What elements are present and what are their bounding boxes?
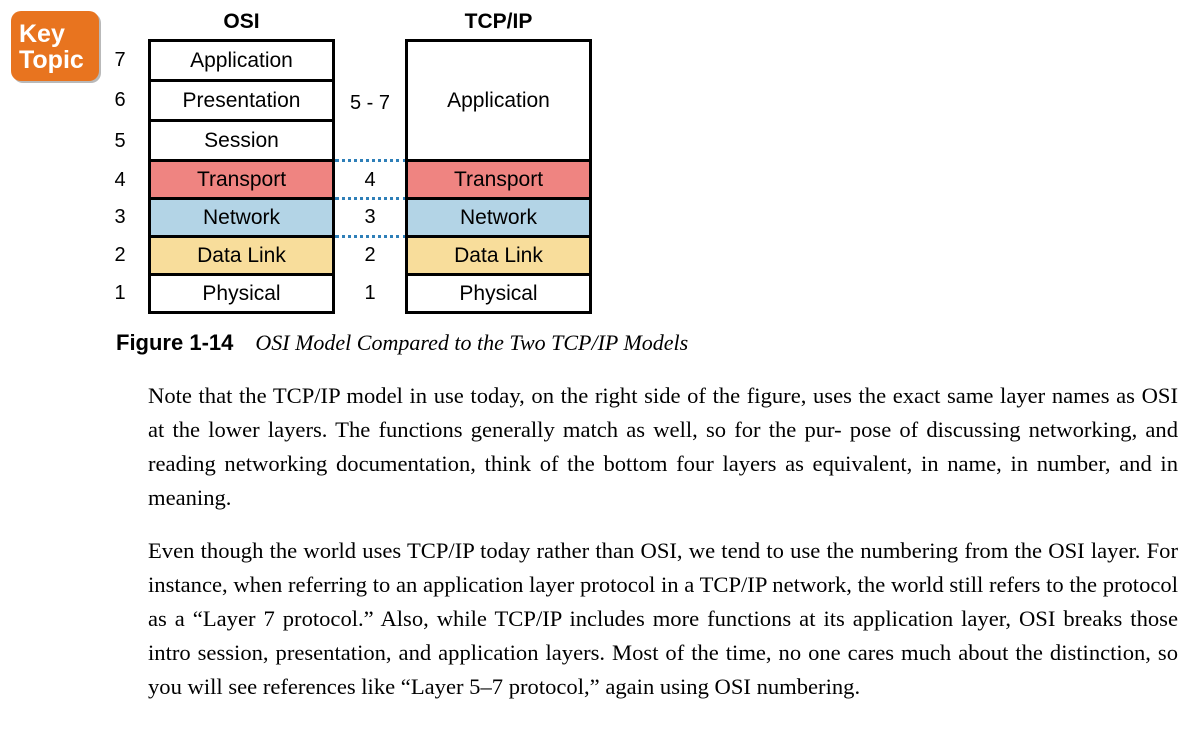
- dotted-connector-bottom: [335, 235, 407, 238]
- layer-number-1: 1: [114, 282, 126, 304]
- key-topic-line1: Key: [19, 20, 65, 48]
- osi-layer-network: Network: [148, 197, 335, 238]
- tcpip-layer-transport: Transport: [405, 159, 592, 200]
- osi-layer-application: Application: [148, 39, 335, 82]
- osi-layer-presentation: Presentation: [148, 79, 335, 122]
- tcpip-layer-physical: Physical: [405, 273, 592, 314]
- tcpip-layer-data-link: Data Link: [405, 235, 592, 276]
- mid-label-2: 2: [364, 244, 376, 266]
- figure-caption-title: OSI Model Compared to the Two TCP/IP Mod…: [255, 330, 689, 355]
- mid-label-4: 4: [364, 169, 376, 191]
- tcpip-layer-application: Application: [405, 39, 592, 162]
- osi-layer-data-link: Data Link: [148, 235, 335, 276]
- tcpip-layer-network: Network: [405, 197, 592, 238]
- osi-layer-transport: Transport: [148, 159, 335, 200]
- layer-number-6: 6: [114, 89, 126, 111]
- figure-caption: Figure 1-14 OSI Model Compared to the Two…: [116, 330, 688, 356]
- osi-layer-physical: Physical: [148, 273, 335, 314]
- figure-caption-label: Figure 1-14: [116, 330, 234, 355]
- paragraph-1: Note that the TCP/IP model in use today,…: [148, 383, 1178, 510]
- tcpip-heading: TCP/IP: [464, 10, 533, 33]
- mid-label-5-7: 5 - 7: [349, 92, 391, 114]
- paragraph-2: Even though the world uses TCP/IP today …: [148, 538, 1178, 699]
- layer-number-4: 4: [114, 169, 126, 191]
- osi-layer-session: Session: [148, 119, 335, 162]
- layer-number-7: 7: [114, 49, 126, 71]
- osi-heading: OSI: [223, 10, 260, 33]
- layer-number-2: 2: [114, 244, 126, 266]
- dotted-connector-middle: [335, 197, 407, 200]
- key-topic-line2: Topic: [19, 46, 84, 74]
- dotted-connector-top: [335, 159, 407, 162]
- mid-label-3: 3: [364, 206, 376, 228]
- mid-label-1: 1: [364, 282, 376, 304]
- key-topic-badge: Key Topic: [11, 11, 99, 81]
- layer-number-5: 5: [114, 130, 126, 152]
- layer-number-3: 3: [114, 206, 126, 228]
